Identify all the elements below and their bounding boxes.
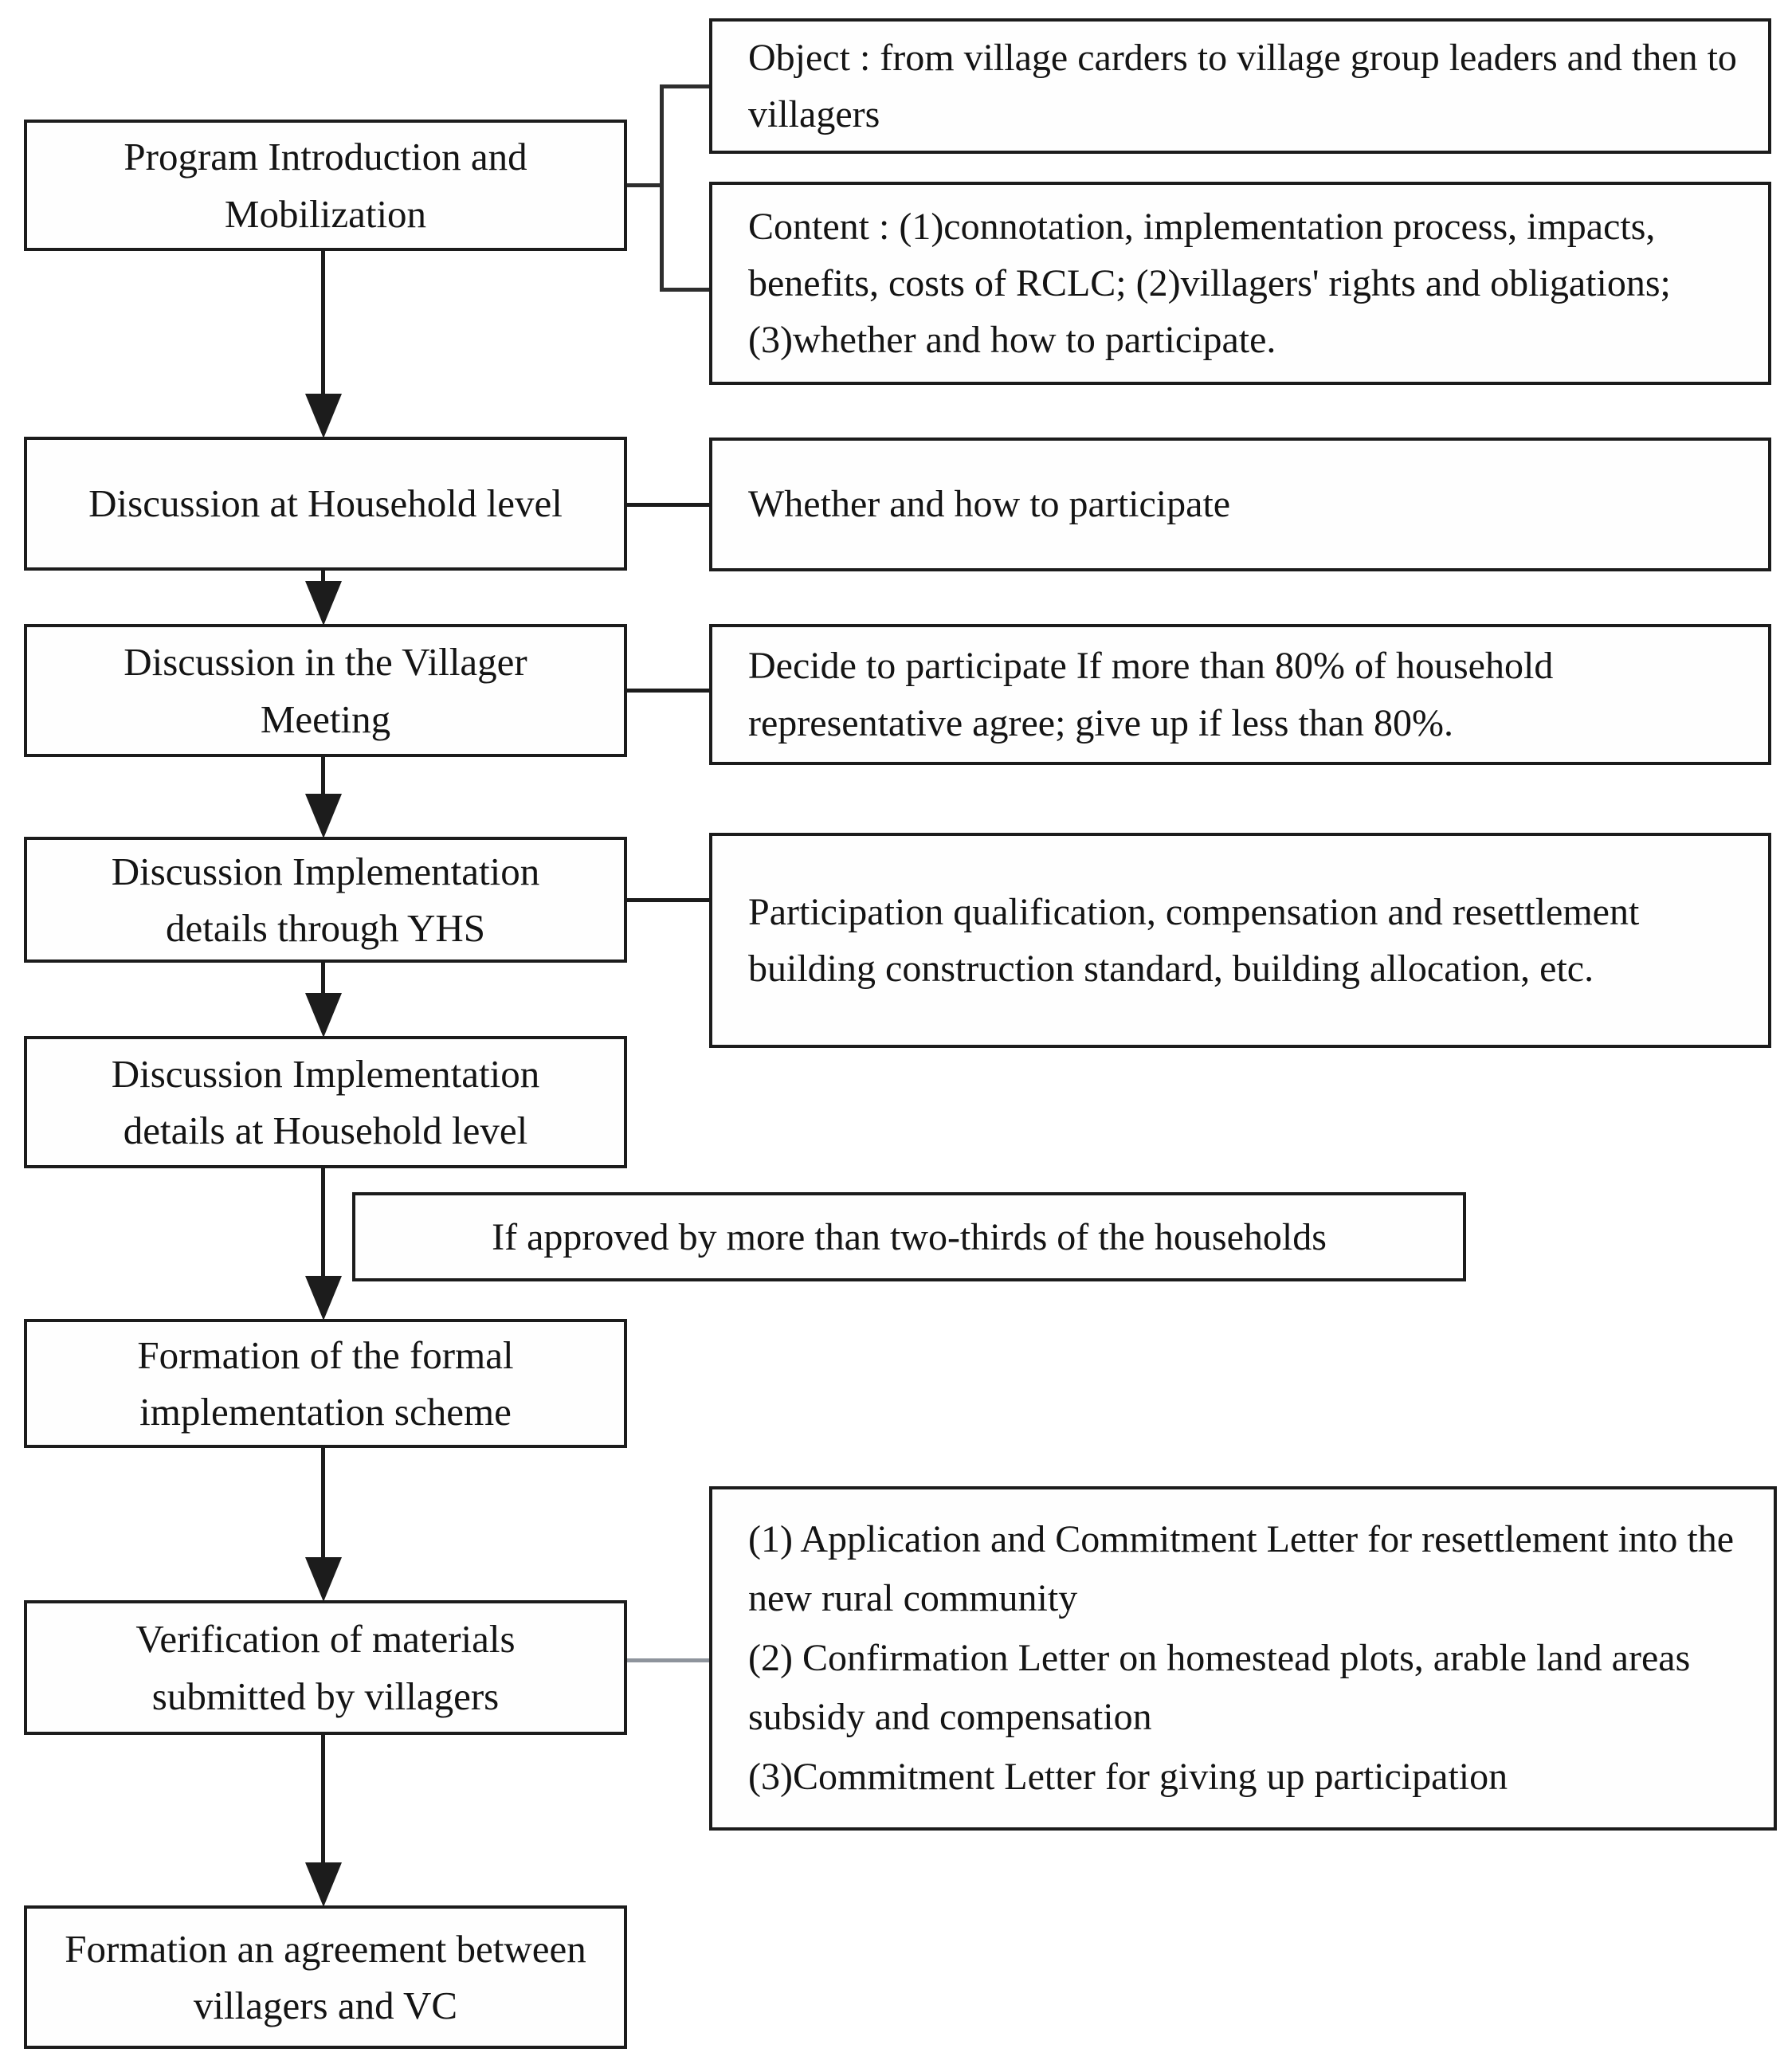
annotation-box-participation-qualification: Participation qualification, compensatio… — [709, 833, 1771, 1048]
flow-arrow-2-head — [305, 581, 342, 626]
bracket-top-stub-line — [660, 84, 709, 88]
step-box-program-introduction: Program Introduction and Mobilization — [24, 120, 627, 251]
connector-details-yhs-to-note — [627, 898, 709, 902]
annotation-box-content: Content : (1)connotation, implementation… — [709, 182, 1771, 385]
flow-arrow-6-line — [321, 1448, 325, 1560]
annotation-box-whether-participate: Whether and how to participate — [709, 438, 1771, 571]
step-label: Discussion Implementation details throug… — [111, 849, 540, 950]
bracket-bottom-stub-line — [660, 288, 709, 292]
annotation-text: Decide to participate If more than 80% o… — [748, 645, 1554, 744]
flow-arrow-3-head — [305, 794, 342, 838]
annotation-box-decide-80-percent: Decide to participate If more than 80% o… — [709, 624, 1771, 765]
flow-arrow-7-line — [321, 1735, 325, 1866]
flow-arrow-1-line — [321, 251, 325, 397]
connector-discussion-household-to-note — [627, 503, 709, 507]
flow-arrow-5-head — [305, 1276, 342, 1321]
bracket-stem-line — [627, 183, 663, 187]
connector-villager-meeting-to-note — [627, 689, 709, 693]
annotation-text: Participation qualification, compensatio… — [748, 890, 1640, 990]
step-label: Discussion Implementation details at Hou… — [111, 1051, 540, 1152]
letter-item-giving-up: (3)Commitment Letter for giving up parti… — [748, 1755, 1508, 1798]
step-box-formation-scheme: Formation of the formal implementation s… — [24, 1319, 627, 1448]
annotation-box-object: Object : from village carders to village… — [709, 18, 1771, 154]
flow-arrow-6-head — [305, 1557, 342, 1602]
flow-arrow-5-line — [321, 1168, 325, 1279]
connector-verification-to-note — [627, 1658, 709, 1662]
flow-arrow-7-head — [305, 1862, 342, 1907]
annotation-text: Whether and how to participate — [748, 483, 1231, 526]
step-label: Formation an agreement between villagers… — [65, 1926, 586, 2027]
step-box-discussion-villager-meeting: Discussion in the Villager Meeting — [24, 624, 627, 757]
step-box-formation-agreement: Formation an agreement between villagers… — [24, 1905, 627, 2049]
condition-label: If approved by more than two-thirds of t… — [492, 1215, 1327, 1258]
letter-item-application: (1) Application and Commitment Letter fo… — [748, 1518, 1735, 1620]
step-label: Formation of the formal implementation s… — [137, 1332, 514, 1434]
annotation-text: Object : from village carders to village… — [748, 36, 1737, 135]
letter-item-confirmation: (2) Confirmation Letter on homestead plo… — [748, 1636, 1691, 1739]
step-label: Discussion at Household level — [88, 481, 563, 526]
step-box-verification-materials: Verification of materials submitted by v… — [24, 1600, 627, 1735]
condition-box-two-thirds-approval: If approved by more than two-thirds of t… — [352, 1192, 1466, 1281]
flow-arrow-1-head — [305, 394, 342, 438]
step-box-discussion-details-yhs: Discussion Implementation details throug… — [24, 837, 627, 963]
flow-arrow-4-head — [305, 993, 342, 1038]
annotation-letters-list: (1) Application and Commitment Letter fo… — [748, 1510, 1746, 1807]
flow-arrow-3-line — [321, 757, 325, 797]
flow-arrow-2-line — [321, 571, 325, 584]
flow-arrow-4-line — [321, 963, 325, 996]
step-box-discussion-household: Discussion at Household level — [24, 437, 627, 571]
step-label: Verification of materials submitted by v… — [135, 1617, 516, 1718]
step-label: Program Introduction and Mobilization — [124, 135, 527, 236]
annotation-box-verification-letters: (1) Application and Commitment Letter fo… — [709, 1486, 1777, 1831]
bracket-vertical-line — [660, 84, 664, 292]
annotation-text: Content : (1)connotation, implementation… — [748, 205, 1671, 362]
step-box-discussion-details-household: Discussion Implementation details at Hou… — [24, 1036, 627, 1168]
step-label: Discussion in the Villager Meeting — [124, 640, 527, 741]
